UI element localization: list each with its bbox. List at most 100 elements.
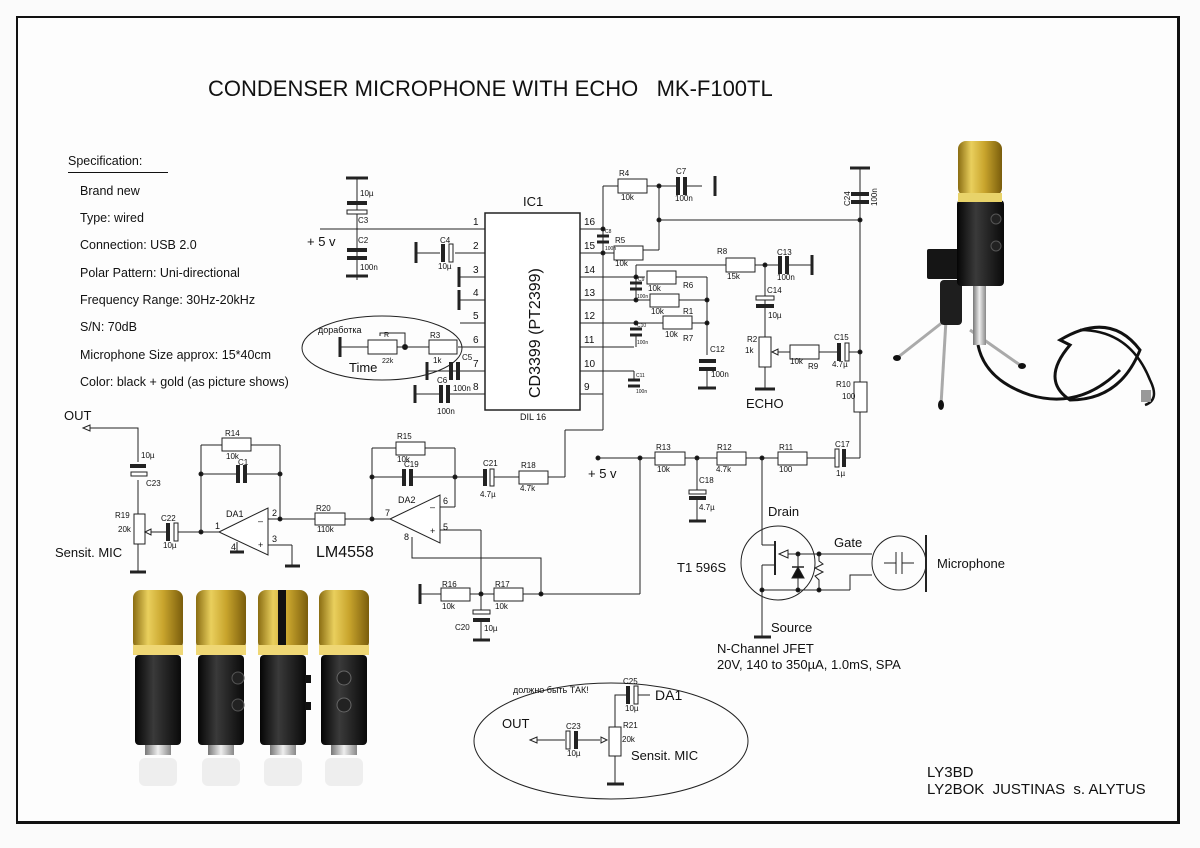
label-R6-value: 10k (648, 284, 662, 293)
label-C5-ref: C5 (462, 353, 473, 362)
ic1-pin-1: 1 (473, 217, 479, 228)
ic1-pin-16: 16 (584, 217, 596, 228)
label-C8-value: 100n (605, 246, 616, 252)
gate-label: Gate (834, 535, 862, 550)
label-C4-value: 10µ (438, 262, 452, 271)
out-label-corrected: OUT (502, 716, 530, 731)
label-R1-ref: R1 (683, 307, 694, 316)
ic1-pin-7: 7 (473, 359, 479, 370)
label-R18-value: 4.7k (520, 484, 536, 493)
ic1-pin-13: 13 (584, 288, 596, 299)
ic1-pin-6: 6 (473, 335, 479, 346)
da2-pin-6: 6 (443, 496, 448, 506)
ic1-pin-8: 8 (473, 382, 479, 393)
label-R12-value: 4.7k (716, 465, 732, 474)
label-R13-ref: R13 (656, 443, 671, 452)
label-C23b-ref: C23 (566, 722, 581, 731)
label-R16-ref: R16 (442, 580, 457, 589)
label-R20-ref: R20 (316, 504, 331, 513)
label-R10-value: 100 (842, 392, 856, 401)
spec-item: S/N: 70dB (80, 320, 137, 334)
label-C9-ref: C9 (638, 277, 645, 283)
supply-label-bottom: + 5 v (588, 466, 617, 481)
ic1-pin-4: 4 (473, 288, 479, 299)
label-C10-ref: C10 (637, 323, 646, 329)
label-C9-value: 100n (637, 294, 648, 300)
label-R2-value: 1k (745, 346, 754, 355)
label-R18-ref: R18 (521, 461, 536, 470)
da1-pin-4: 4 (231, 542, 236, 552)
label-C6-value: 100n (437, 407, 455, 416)
label-C4-ref: C4 (440, 236, 451, 245)
label-R-ref: R (384, 332, 389, 339)
ic1-pin-2: 2 (473, 241, 479, 252)
label-C24-value: 100n (870, 188, 879, 206)
label-R20-value: 110k (317, 525, 335, 534)
sensit-mic-label-corrected: Sensit. MIC (631, 748, 698, 763)
label-R10-ref: R10 (836, 380, 851, 389)
label-C23b-value: 10µ (567, 749, 581, 758)
da2-pin-5: 5 (443, 522, 448, 532)
ic1-part: CD3399 (PT2399) (527, 268, 544, 398)
label-C2-value: 100n (360, 263, 378, 272)
label-R16-value: 10k (442, 602, 456, 611)
label-R13-value: 10k (657, 465, 671, 474)
jfet-type: N-Channel JFET (717, 641, 814, 656)
label-R8-ref: R8 (717, 247, 728, 256)
label-C13-value: 100n (777, 273, 795, 282)
ic1-pin-15: 15 (584, 241, 596, 252)
spec-item: Microphone Size approx: 15*40cm (80, 348, 272, 362)
spec-item: Brand new (80, 184, 140, 198)
label-R5-value: 10k (615, 259, 629, 268)
label-R21-value: 20k (622, 735, 636, 744)
label-R19-value: 20k (118, 525, 132, 534)
label-R4-value: 10k (621, 193, 635, 202)
label-C8-ref: C8 (605, 229, 612, 235)
credits-line-1: LY3BD (927, 764, 974, 781)
spec-item: Type: wired (80, 211, 144, 225)
label-C14-ref: C14 (767, 286, 782, 295)
label-C21-value: 4.7µ (480, 490, 496, 499)
correction-note: должно быть ТАК! (513, 685, 589, 695)
label-C3-ref: C3 (358, 216, 369, 225)
ic1-pin-5: 5 (473, 311, 479, 322)
ic1-pin-3: 3 (473, 265, 479, 276)
label-C23-value: 10µ (141, 451, 155, 460)
label-C22-value: 10µ (163, 541, 177, 550)
label-R14-value: 10k (226, 452, 240, 461)
da1-ref: DA1 (226, 509, 244, 519)
label-C15-ref: C15 (834, 333, 849, 342)
label-C17-ref: C17 (835, 440, 850, 449)
label-C17-value: 1µ (836, 469, 845, 478)
label-R11-ref: R11 (779, 443, 794, 452)
microphone-on-tripod-photo (893, 141, 1156, 410)
label-R9-ref: R9 (808, 362, 819, 371)
label-C5-value: 100n (453, 384, 471, 393)
ic1-pin-12: 12 (584, 311, 596, 322)
label-C18-value: 4.7µ (699, 503, 715, 512)
label-C21-ref: C21 (483, 459, 498, 468)
label-C20-value: 10µ (484, 624, 498, 633)
label-R-value: 22k (382, 358, 394, 365)
label-R15-ref: R15 (397, 432, 412, 441)
label-C3-value: 10µ (360, 189, 374, 198)
label-C7-value: 100n (675, 194, 693, 203)
label-C20-ref: C20 (455, 623, 470, 632)
drain-label: Drain (768, 504, 799, 519)
ic1-package: DIL 16 (520, 412, 546, 422)
ic1-pin-10: 10 (584, 359, 596, 370)
da2-ref: DA2 (398, 495, 416, 505)
spec-item: Color: black + gold (as picture shows) (80, 375, 289, 389)
da1-plus: + (258, 540, 263, 550)
spec-item: Polar Pattern: Uni-directional (80, 266, 240, 280)
ic1-pin-14: 14 (584, 265, 596, 276)
da2-pin-8: 8 (404, 532, 409, 542)
label-C12-value: 100n (711, 370, 729, 379)
label-R5-ref: R5 (615, 236, 626, 245)
label-C2-ref: C2 (358, 236, 369, 245)
label-R9-value: 10k (790, 357, 804, 366)
sensit-mic-label: Sensit. MIC (55, 545, 122, 560)
da2-minus: – (430, 502, 435, 512)
